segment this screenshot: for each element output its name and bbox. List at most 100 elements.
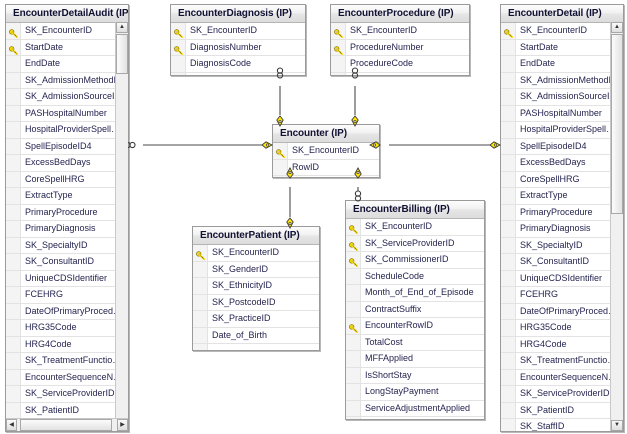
table-row[interactable]: HRG35Code	[6, 320, 128, 337]
table-row[interactable]: SK_ServiceProviderID	[346, 235, 484, 252]
table-row[interactable]: RowID	[273, 159, 379, 176]
table-row[interactable]: HRG35Code	[501, 320, 623, 337]
scroll-up-icon[interactable]: ▲	[611, 22, 623, 33]
table-row[interactable]: HospitalProviderSpellNu...	[501, 122, 623, 139]
table-row[interactable]: TotalCost	[346, 334, 484, 351]
table-row[interactable]: EncounterSequenceNu...	[501, 369, 623, 386]
relationship-rel-encounter-billing[interactable]	[346, 166, 370, 212]
table-row[interactable]: StartDate	[501, 39, 623, 56]
table-row[interactable]: FCEHRG	[501, 287, 623, 304]
table-row[interactable]: Month_of_End_of_Episode	[346, 285, 484, 302]
table-row[interactable]: SpellEpisodeID4	[501, 138, 623, 155]
relationship-rel-encounter-detail[interactable]	[368, 133, 512, 157]
table-row[interactable]: ExtractType	[6, 188, 128, 205]
table-row[interactable]: Date_of_Birth	[193, 327, 319, 344]
table-row[interactable]: SK_StaffID	[501, 419, 623, 431]
table-row[interactable]: ExtractType	[501, 188, 623, 205]
vertical-scrollbar-encounter-detail-audit[interactable]: ▲▼	[115, 22, 128, 431]
table-row[interactable]: SK_EthnicityID	[193, 278, 319, 295]
table-row[interactable]: ScheduleCode	[346, 268, 484, 285]
table-row[interactable]: PASHospitalNumber	[6, 105, 128, 122]
table-row[interactable]: SK_ConsultantID	[501, 254, 623, 271]
vertical-scroll-thumb[interactable]	[611, 34, 623, 214]
scroll-up-icon[interactable]: ▲	[116, 22, 128, 33]
table-row[interactable]: CoreSpellHRG	[6, 171, 128, 188]
table-row[interactable]: ExcessBedDays	[6, 155, 128, 172]
table-row[interactable]: ServiceAdjustmentApplied	[346, 400, 484, 417]
table-row[interactable]: SK_PracticeID	[193, 311, 319, 328]
table-row[interactable]: EncounterSequenceNumber	[6, 369, 128, 386]
table-row[interactable]: SK_SpecialtyID	[501, 237, 623, 254]
table-row[interactable]: PrimaryProcedure	[6, 204, 128, 221]
table-row[interactable]: DiagnosisNumber	[171, 39, 305, 56]
table-row[interactable]: SK_CommissionerID	[346, 252, 484, 269]
table-row[interactable]: PrimaryDiagnosis	[6, 221, 128, 238]
table-row[interactable]: SK_TreatmentFunctionCode	[6, 353, 128, 370]
table-row[interactable]: SK_EncounterID	[346, 219, 484, 236]
table-row[interactable]: PASHospitalNumber	[501, 105, 623, 122]
relationship-rel-audit-encounter[interactable]	[122, 133, 284, 157]
table-row[interactable]: MFFApplied	[346, 351, 484, 368]
table-title-encounter-detail-audit[interactable]: EncounterDetailAudit (IP)	[6, 5, 128, 23]
table-row[interactable]: SK_AdmissionMethodID	[501, 72, 623, 89]
table-title-encounter-diagnosis[interactable]: EncounterDiagnosis (IP)	[171, 5, 305, 23]
table-row[interactable]: DateOfPrimaryProcedure	[501, 303, 623, 320]
table-row-empty[interactable]	[193, 344, 319, 350]
table-row[interactable]: SK_SpecialtyID	[6, 237, 128, 254]
table-row[interactable]: CoreSpellHRG	[501, 171, 623, 188]
table-title-encounter-procedure[interactable]: EncounterProcedure (IP)	[331, 5, 469, 23]
table-row[interactable]: SK_PatientID	[501, 402, 623, 419]
table-row[interactable]: DiagnosisCode	[171, 56, 305, 73]
table-row[interactable]: PrimaryDiagnosis	[501, 221, 623, 238]
table-row[interactable]: ProcedureNumber	[331, 39, 469, 56]
scroll-down-icon[interactable]: ▼	[611, 420, 623, 431]
table-row[interactable]: CriticalCareDayCount	[346, 417, 484, 419]
scroll-right-icon[interactable]: ▶	[117, 419, 128, 431]
table-row[interactable]: EndDate	[6, 56, 128, 73]
table-row[interactable]: StartDate	[6, 39, 128, 56]
table-row[interactable]: DateOfPrimaryProcedure	[6, 303, 128, 320]
table-row[interactable]: LongStayPayment	[346, 384, 484, 401]
table-row[interactable]: SK_EncounterID	[501, 23, 623, 40]
table-row-empty[interactable]	[273, 176, 379, 177]
table-row[interactable]: SK_ServiceProviderID	[6, 386, 128, 403]
table-row[interactable]: HospitalProviderSpellNumber	[6, 122, 128, 139]
table-row[interactable]: EncounterRowID	[346, 318, 484, 335]
table-row[interactable]: SK_AdmissionSourceID	[6, 89, 128, 106]
table-row[interactable]: ProcedureCode	[331, 56, 469, 73]
table-row[interactable]: SK_EncounterID	[331, 23, 469, 40]
table-row[interactable]: EndDate	[501, 56, 623, 73]
table-row[interactable]: SK_AdmissionMethodID	[6, 72, 128, 89]
table-row[interactable]: UniqueCDSIdentifier	[501, 270, 623, 287]
table-row[interactable]: PrimaryProcedure	[501, 204, 623, 221]
table-row-empty[interactable]	[171, 72, 305, 75]
table-row[interactable]: UniqueCDSIdentifier	[6, 270, 128, 287]
table-row[interactable]: SK_TreatmentFunctionC...	[501, 353, 623, 370]
table-row[interactable]: SK_EncounterID	[6, 23, 128, 40]
relationship-rel-encounter-patient[interactable]	[278, 166, 302, 238]
relationship-rel-diagnosis-encounter[interactable]	[268, 65, 292, 136]
table-row[interactable]: HRG4Code	[501, 336, 623, 353]
table-title-encounter-patient[interactable]: EncounterPatient (IP)	[193, 227, 319, 245]
horizontal-scroll-thumb[interactable]	[20, 419, 112, 431]
table-row[interactable]: ContractSuffix	[346, 301, 484, 318]
table-row[interactable]: HRG4Code	[6, 336, 128, 353]
table-title-encounter[interactable]: Encounter (IP)	[273, 125, 379, 143]
table-row[interactable]: SK_PatientID	[6, 402, 128, 419]
table-row[interactable]: SK_ConsultantID	[6, 254, 128, 271]
horizontal-scrollbar-encounter-detail-audit[interactable]: ◀▶	[6, 418, 128, 431]
table-row[interactable]: SK_AdmissionSourceID	[501, 89, 623, 106]
table-row[interactable]: SK_GenderID	[193, 261, 319, 278]
table-row[interactable]: ExcessBedDays	[501, 155, 623, 172]
relationship-rel-procedure-encounter[interactable]	[343, 65, 367, 136]
table-row[interactable]: FCEHRG	[6, 287, 128, 304]
table-title-encounter-billing[interactable]: EncounterBilling (IP)	[346, 201, 484, 219]
vertical-scrollbar-encounter-detail[interactable]: ▲▼	[610, 22, 623, 431]
